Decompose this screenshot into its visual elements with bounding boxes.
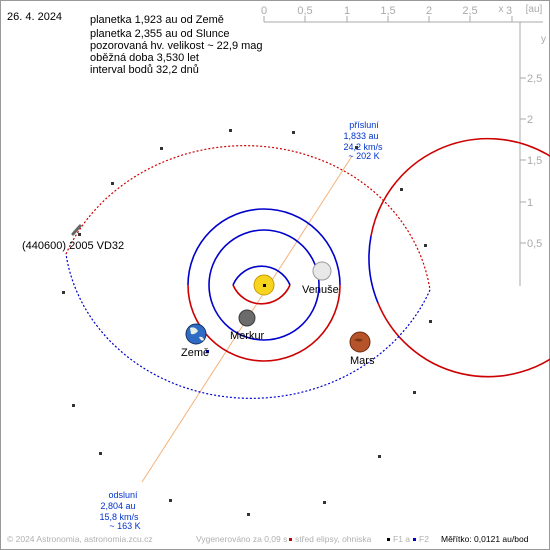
- venus-planet: [312, 261, 332, 281]
- unit-label: [au]: [526, 4, 543, 15]
- legend-center-marker: [289, 538, 292, 541]
- legend-f2-marker: [413, 538, 416, 541]
- mercury-planet: [238, 309, 256, 327]
- scale-label: Měřítko: 0,0121 au/bod: [441, 534, 529, 544]
- orbit-point: [62, 291, 65, 294]
- orbit-point: [99, 452, 102, 455]
- legend-f2: F2: [419, 534, 429, 544]
- aphelion-temp: ~ 163 K: [109, 521, 140, 531]
- asteroid-orbit-below: [65, 253, 431, 399]
- earth-disc: [185, 323, 207, 345]
- x-tick-label: 0: [261, 5, 267, 17]
- earth-orbit-red: [187, 284, 341, 362]
- perihelion-distance: 1,833 au: [343, 131, 378, 141]
- orbit-point: [429, 320, 432, 323]
- asteroid-label: (440600) 2005 VD32: [22, 240, 124, 252]
- asteroid-icon: [71, 224, 82, 236]
- y-axis: [519, 22, 526, 286]
- perihelion-temp: ~ 202 K: [348, 151, 379, 161]
- info-line: pozorovaná hv. velikost ~ 22,9 mag: [90, 40, 263, 52]
- orbit-point: [78, 233, 81, 236]
- mars-disc: [349, 331, 371, 353]
- y-tick-label: 2: [527, 114, 533, 126]
- x-tick-label: 3: [506, 5, 512, 17]
- mercury-orbit-blue: [232, 265, 291, 286]
- orbit-point: [413, 391, 416, 394]
- perihelion-title: přísluní: [349, 120, 379, 130]
- orbit-point: [111, 182, 114, 185]
- orbit-point: [229, 129, 232, 132]
- y-tick-label: 1: [527, 197, 533, 209]
- asteroid-orbit-points: [62, 129, 432, 516]
- earth-marker: [206, 350, 209, 353]
- info-line: oběžná doba 3,530 let: [90, 52, 199, 64]
- mars-label: Mars: [350, 355, 375, 367]
- mars-orbit-blue: [368, 235, 379, 304]
- venus-orbit: [208, 229, 320, 341]
- legend-center: střed elipsy, ohniska: [295, 534, 372, 544]
- generated-time: Vygenerováno za 0,09 s: [196, 534, 287, 544]
- orbit-point: [247, 513, 250, 516]
- orbit-point: [400, 188, 403, 191]
- focus-marker: [263, 284, 266, 287]
- asteroid-orbit: [65, 145, 431, 399]
- copyright: © 2024 Astronomia, astronomia.zcu.cz: [7, 534, 153, 544]
- earth-planet: [185, 323, 207, 345]
- mars-orbit-red: [370, 137, 550, 378]
- aphelion-title: odsluní: [108, 490, 138, 500]
- orbit-point: [355, 146, 358, 149]
- asteroid-orbit-above: [65, 145, 431, 291]
- orbit-point: [292, 131, 295, 134]
- asteroid-marker: [71, 224, 82, 236]
- y-axis-label: y: [541, 34, 546, 45]
- y-tick-label: 2,5: [527, 73, 542, 85]
- orbit-point: [169, 499, 172, 502]
- x-tick-label: 2,5: [462, 5, 477, 17]
- x-axis: [263, 16, 543, 23]
- info-line: planetka 2,355 au od Slunce: [90, 28, 229, 40]
- x-axis-label: x: [499, 4, 504, 15]
- mercury-label: Merkur: [230, 330, 265, 342]
- orbit-point: [424, 244, 427, 247]
- y-tick-label: 0,5: [527, 238, 542, 250]
- legend-f1: F1 a: [393, 534, 410, 544]
- venus-label: Venuše: [302, 284, 339, 296]
- mars-surface: [354, 338, 363, 342]
- aphelion-distance: 2,804 au: [100, 501, 135, 511]
- sun: [253, 274, 275, 296]
- x-tick-label: 1,5: [380, 5, 395, 17]
- date-label: 26. 4. 2024: [7, 11, 62, 23]
- orbit-point: [378, 455, 381, 458]
- earth-label: Země: [181, 347, 209, 359]
- mars-planet: [349, 331, 371, 353]
- mercury-orbit-red: [232, 284, 291, 305]
- x-tick-label: 0,5: [297, 5, 312, 17]
- x-tick-label: 2: [426, 5, 432, 17]
- legend-f1-marker: [387, 538, 390, 541]
- info-line: planetka 1,923 au od Země: [90, 14, 224, 26]
- aphelion-speed: 15,8 km/s: [99, 512, 139, 522]
- orbit-point: [72, 404, 75, 407]
- y-tick-label: 1,5: [527, 155, 542, 167]
- earth-clouds: [190, 327, 204, 341]
- orbit-point: [323, 501, 326, 504]
- perihelion-speed: 24,2 km/s: [343, 142, 383, 152]
- x-tick-label: 1: [344, 5, 350, 17]
- orbit-point: [160, 147, 163, 150]
- info-line: interval bodů 32,2 dnů: [90, 64, 199, 76]
- earth-orbit-blue: [187, 208, 341, 286]
